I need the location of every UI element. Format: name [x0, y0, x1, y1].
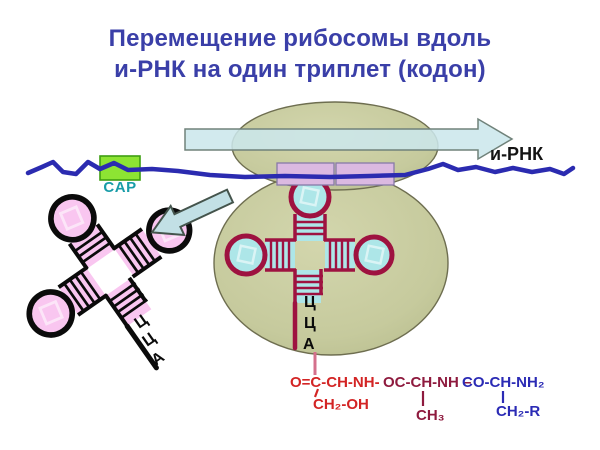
serine-side-bond: [313, 388, 320, 398]
formula-row1-next-residue: CO-CH-NH₂: [462, 374, 545, 391]
formula-side-r-group: CH₂-R: [496, 403, 541, 420]
formula-row1-serine: O=C-CH-NH-: [290, 374, 380, 391]
cap-label: CAP: [103, 179, 137, 196]
title-line-1: Перемещение рибосомы вдоль: [108, 25, 492, 52]
formula-row1-alanine: OC-CH-NH –: [383, 374, 472, 391]
center-anticodon-letter-1: Ц: [304, 294, 316, 311]
title-line-2: и-РНК на один триплет (кодон): [114, 56, 486, 83]
formula-side-alanine: CH₃: [416, 407, 445, 424]
center-anticodon-letter-2: Ц: [304, 315, 316, 332]
mrna-label: и-РНК: [490, 144, 544, 164]
formula-side-serine: CH₂-OH: [313, 396, 369, 413]
center-anticodon-letter-3: А: [303, 336, 315, 353]
slide-title: Перемещение рибосомы вдоль и-РНК на один…: [0, 23, 600, 85]
translocation-arrow: [184, 117, 514, 161]
released-anticodon-letter-3: А: [149, 348, 169, 369]
mrna-strand: [25, 159, 576, 180]
exit-arrow: [150, 188, 235, 237]
